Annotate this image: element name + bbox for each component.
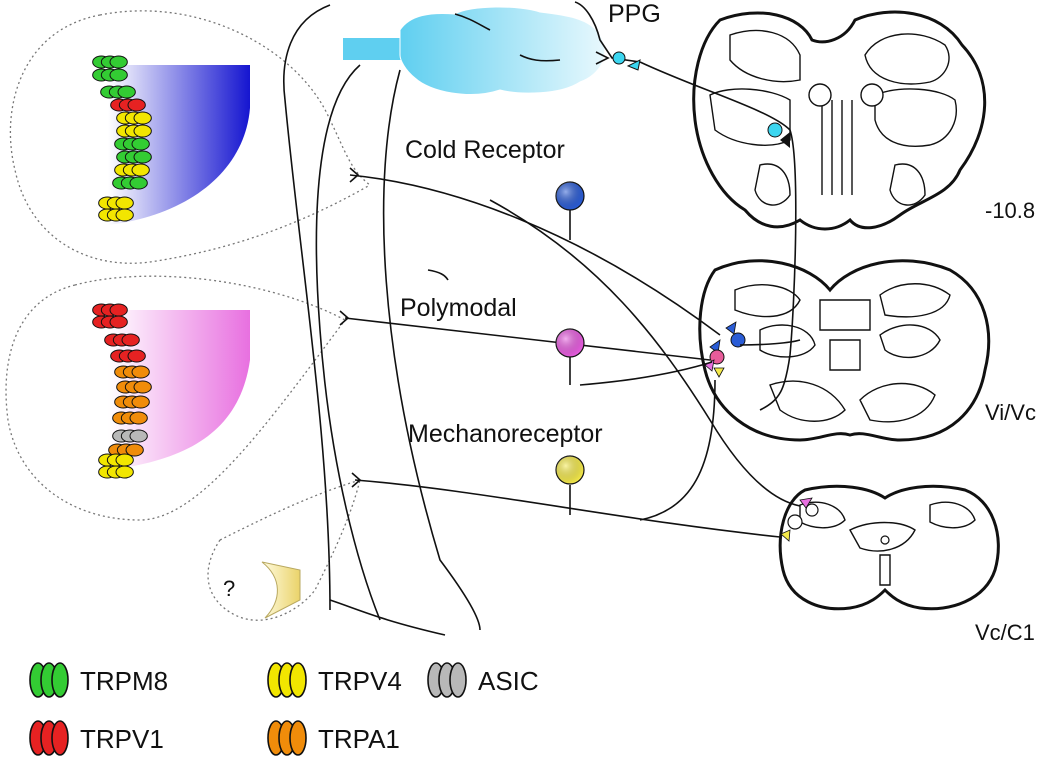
afferent-fibers: [283, 4, 801, 636]
level-label-middle: Vi/Vc: [985, 400, 1036, 425]
ion-channel-icon: [116, 380, 152, 394]
ion-channel-icon: [110, 98, 146, 112]
ion-channel-icon: [114, 365, 150, 379]
ion-channel-icon: [112, 176, 148, 190]
mech-terminal-icon: [261, 561, 301, 619]
legend-label: TRPV1: [80, 724, 164, 754]
ion-channel-icon: [100, 85, 136, 99]
ion-channel-icon: [116, 124, 152, 138]
ion-channel-icon: [116, 111, 152, 125]
ion-channel-icon: [112, 429, 148, 443]
legend-label: TRPM8: [80, 666, 168, 696]
brainstem-section-bottom: [778, 484, 1000, 611]
poly-label: Polymodal: [400, 294, 517, 322]
ion-channel-icon: [114, 395, 150, 409]
mech-terminal-bubble: [207, 479, 361, 621]
ion-channel-icon: [116, 150, 152, 164]
legend: TRPM8 TRPV4 ASIC TRPV1 TRPA1: [29, 662, 539, 756]
unknown-label: ?: [223, 576, 235, 601]
ion-channel-icon: [92, 303, 128, 317]
ion-channel-icon: [110, 349, 146, 363]
ion-channel-icon: [98, 465, 134, 479]
ion-channel-icon: [98, 453, 134, 467]
ion-channel-icon: [114, 163, 150, 177]
level-label-top: -10.8: [985, 198, 1035, 223]
poly-terminal-icon: [108, 310, 250, 470]
legend-item-trpv1: TRPV1: [29, 720, 164, 756]
level-label-bottom: Vc/C1: [975, 620, 1035, 645]
ion-channel-icon: [108, 443, 144, 457]
legend-item-asic: ASIC: [427, 662, 539, 698]
ion-channel-icon: [92, 55, 128, 69]
ion-channel-icon: [98, 196, 134, 210]
cold-terminal-bubble: [9, 10, 371, 264]
ion-channel-icon: [92, 315, 128, 329]
cold-receptor-label: Cold Receptor: [405, 136, 565, 164]
legend-label: TRPV4: [318, 666, 402, 696]
legend-label: TRPA1: [318, 724, 400, 754]
brainstem-section-top: [692, 10, 987, 231]
ion-channel-icon: [104, 333, 140, 347]
poly-terminal-bubble: [5, 275, 346, 521]
legend-item-trpv4: TRPV4: [267, 662, 402, 698]
mech-label: Mechanoreceptor: [408, 420, 603, 448]
brainstem-section-middle: [698, 259, 991, 442]
ion-channel-icon: [92, 68, 128, 82]
legend-item-trpm8: TRPM8: [29, 662, 168, 698]
ion-channel-icon: [114, 137, 150, 151]
poly-channel-stack: [92, 303, 152, 479]
legend-item-trpa1: TRPA1: [267, 720, 400, 756]
ppg-ganglion: [343, 6, 606, 95]
cold-channel-stack: [92, 55, 152, 222]
ion-channel-icon: [112, 411, 148, 425]
ppg-label: PPG: [608, 0, 661, 28]
legend-label: ASIC: [478, 666, 539, 696]
ion-channel-icon: [98, 208, 134, 222]
